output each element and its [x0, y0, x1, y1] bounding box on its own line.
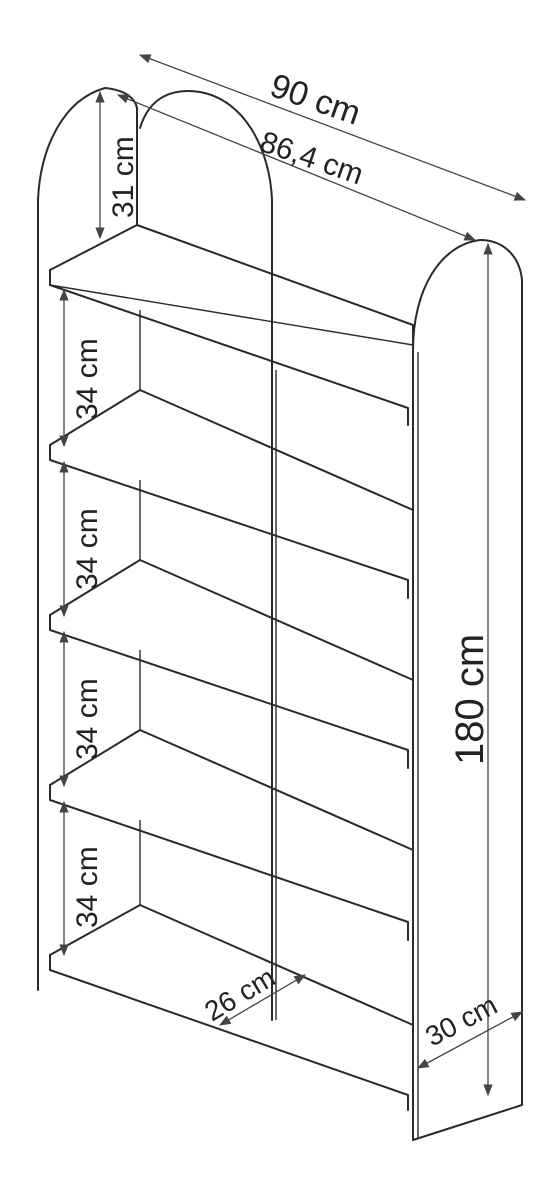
- shelf-3: [49, 559, 414, 769]
- right-side-panel: [412, 239, 523, 1141]
- dimension-lines: [59, 54, 527, 1097]
- label-shelf-gap-4: 34 cm: [71, 846, 104, 928]
- label-total-height: 180 cm: [448, 634, 492, 765]
- label-total-depth: 30 cm: [420, 989, 502, 1052]
- label-inner-width: 86,4 cm: [256, 125, 368, 191]
- label-arch-height: 31 cm: [107, 136, 140, 218]
- dimension-labels: 90 cm 86,4 cm 31 cm 34 cm 34 cm 34 cm 34…: [71, 67, 502, 1053]
- shelf-2: [49, 389, 414, 599]
- dim-line-shelf-depth: [218, 974, 307, 1026]
- shelf-4: [49, 729, 414, 941]
- back-panel-arch: [139, 90, 273, 1021]
- shelf-top: [49, 224, 414, 426]
- label-shelf-gap-1: 34 cm: [71, 338, 104, 420]
- bookshelf: [37, 87, 523, 1141]
- label-shelf-depth: 26 cm: [199, 961, 280, 1027]
- label-total-width: 90 cm: [265, 67, 365, 133]
- label-shelf-gap-3: 34 cm: [71, 678, 104, 760]
- label-shelf-gap-2: 34 cm: [71, 508, 104, 590]
- dim-line-inner-width: [116, 94, 477, 241]
- dim-line-total-depth: [416, 1011, 524, 1069]
